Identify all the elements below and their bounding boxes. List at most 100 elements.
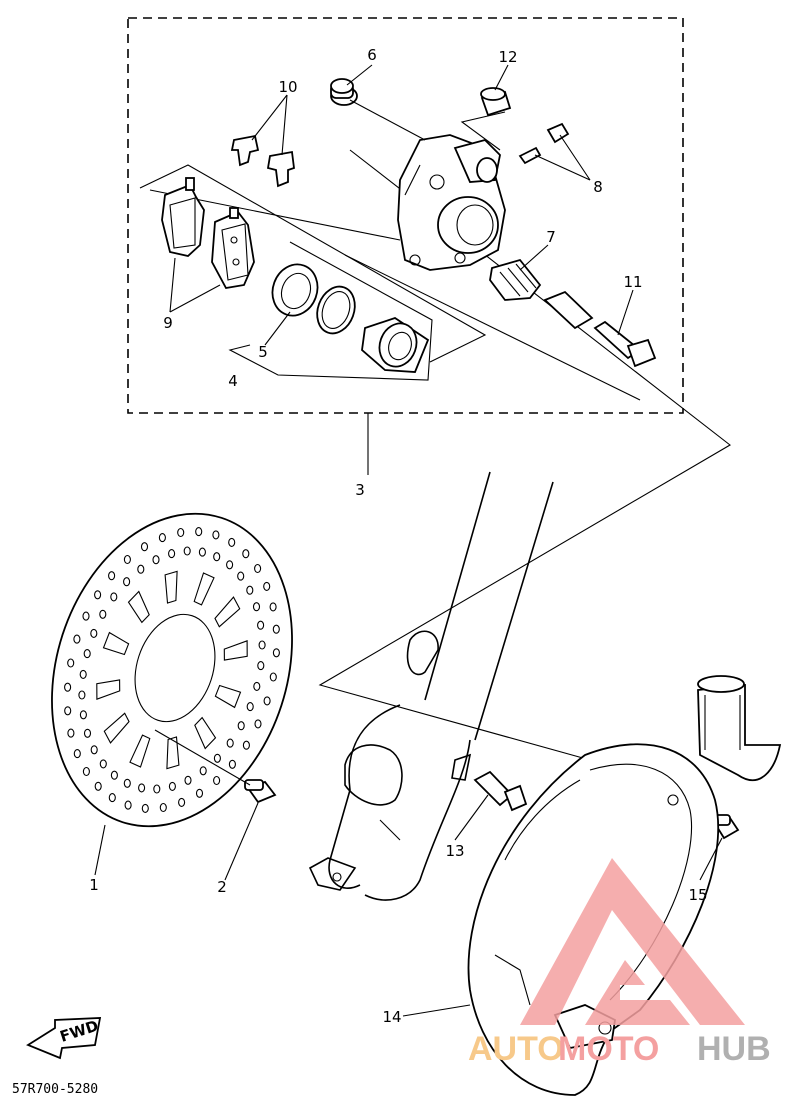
disc-hole bbox=[198, 547, 206, 557]
piston-kit-outline bbox=[139, 164, 487, 381]
disc-hole bbox=[254, 719, 262, 729]
callout-7: 7 bbox=[546, 228, 556, 246]
fwd-arrow-icon bbox=[26, 1017, 102, 1060]
callout-5: 5 bbox=[258, 343, 268, 361]
callout-2: 2 bbox=[217, 878, 227, 896]
disc-hole bbox=[213, 753, 221, 763]
disc-hole bbox=[237, 721, 245, 731]
caliper-body bbox=[397, 134, 506, 271]
callout-10: 10 bbox=[278, 78, 297, 96]
disc-hole bbox=[254, 563, 262, 574]
disc-hole bbox=[228, 537, 236, 547]
disc-hole bbox=[83, 728, 92, 738]
disc-hole bbox=[79, 669, 87, 679]
disc-hole bbox=[242, 549, 250, 559]
disc-hole bbox=[177, 527, 185, 538]
pad-clips bbox=[230, 134, 295, 188]
disc-hole bbox=[90, 745, 98, 755]
callout-15: 15 bbox=[688, 886, 707, 904]
disc-hole bbox=[184, 775, 192, 785]
disc-hole bbox=[269, 672, 277, 682]
disc-hole bbox=[263, 581, 271, 591]
disc-hole bbox=[178, 797, 186, 807]
disc-hole bbox=[140, 542, 149, 552]
disc-hole bbox=[123, 554, 131, 565]
disc-hole bbox=[90, 628, 98, 638]
disc-hole bbox=[228, 759, 236, 769]
watermark-text-hub: HUB bbox=[697, 1030, 771, 1068]
disc-hole bbox=[67, 658, 75, 668]
disc-hole bbox=[237, 571, 245, 581]
disc-hole bbox=[79, 710, 87, 720]
caliper-assembly-box bbox=[127, 17, 684, 414]
disc-hole bbox=[226, 560, 234, 570]
disc-hole bbox=[199, 766, 207, 776]
disc-hole bbox=[257, 661, 265, 671]
disc-hole bbox=[195, 527, 203, 537]
disc-hole bbox=[195, 788, 204, 798]
disc-hole bbox=[83, 649, 91, 659]
watermark-text-moto: MOTO bbox=[558, 1030, 659, 1068]
disc-hole bbox=[168, 549, 176, 559]
disc-hole bbox=[272, 648, 280, 658]
caliper-bolt bbox=[593, 320, 657, 368]
callout-1: 1 bbox=[89, 876, 99, 894]
disc-hole bbox=[246, 702, 254, 712]
disc-hole bbox=[253, 681, 261, 691]
disc-hole bbox=[124, 800, 132, 810]
fork-leg bbox=[308, 471, 554, 901]
disc-hole bbox=[141, 803, 149, 813]
disc-hole bbox=[94, 781, 102, 791]
disc-hole bbox=[137, 564, 145, 574]
disc-hole bbox=[108, 793, 116, 803]
disc-hole bbox=[99, 609, 107, 619]
bleed-bolt bbox=[518, 122, 570, 165]
disc-hole bbox=[138, 783, 146, 793]
brake-disc bbox=[51, 512, 293, 828]
disc-vent-slot bbox=[102, 631, 130, 656]
outer-leaders bbox=[94, 794, 723, 1017]
disc-vent-slot bbox=[164, 570, 178, 604]
disc-hole bbox=[212, 530, 220, 540]
disc-hole bbox=[269, 602, 277, 612]
slide-pin bbox=[543, 290, 594, 330]
disc-hole bbox=[158, 533, 166, 543]
disc-hole bbox=[108, 571, 116, 581]
disc-vent-slot bbox=[96, 679, 121, 700]
callout-4: 4 bbox=[228, 372, 238, 390]
callout-6: 6 bbox=[367, 46, 377, 64]
disc-hole bbox=[82, 766, 90, 777]
disc-hole bbox=[78, 690, 86, 700]
disc-vent-slot bbox=[194, 716, 217, 750]
piston-seals bbox=[271, 263, 356, 335]
disc-hole bbox=[213, 775, 221, 786]
disc-hole bbox=[123, 577, 131, 587]
disc-hole bbox=[110, 770, 118, 780]
piston bbox=[361, 317, 430, 373]
callout-9: 9 bbox=[163, 314, 173, 332]
watermark-text-auto: AUTO bbox=[468, 1030, 564, 1068]
disc-hole bbox=[64, 682, 72, 692]
brake-pad-right bbox=[211, 207, 255, 289]
disc-hole bbox=[242, 740, 250, 750]
disc-vent-slot bbox=[223, 640, 248, 661]
autohub-watermark-logo bbox=[520, 858, 745, 1025]
disc-hole bbox=[183, 546, 191, 556]
rubber-cap bbox=[480, 87, 512, 117]
disc-vent-slot bbox=[214, 684, 242, 709]
disc-hole bbox=[153, 784, 161, 794]
pin-boot bbox=[489, 258, 542, 301]
disc-hole bbox=[67, 728, 75, 738]
callout-12: 12 bbox=[498, 48, 517, 66]
disc-hole bbox=[73, 634, 81, 644]
disc-hole bbox=[123, 778, 131, 788]
disc-hole bbox=[168, 781, 176, 791]
disc-hole bbox=[94, 590, 102, 600]
disc-hole bbox=[213, 552, 221, 562]
callout-13: 13 bbox=[445, 842, 464, 860]
disc-hole bbox=[226, 738, 234, 748]
disc-hole bbox=[252, 602, 261, 612]
disc-hole bbox=[110, 592, 118, 602]
disc-hole bbox=[272, 624, 280, 634]
callout-11: 11 bbox=[623, 273, 642, 291]
